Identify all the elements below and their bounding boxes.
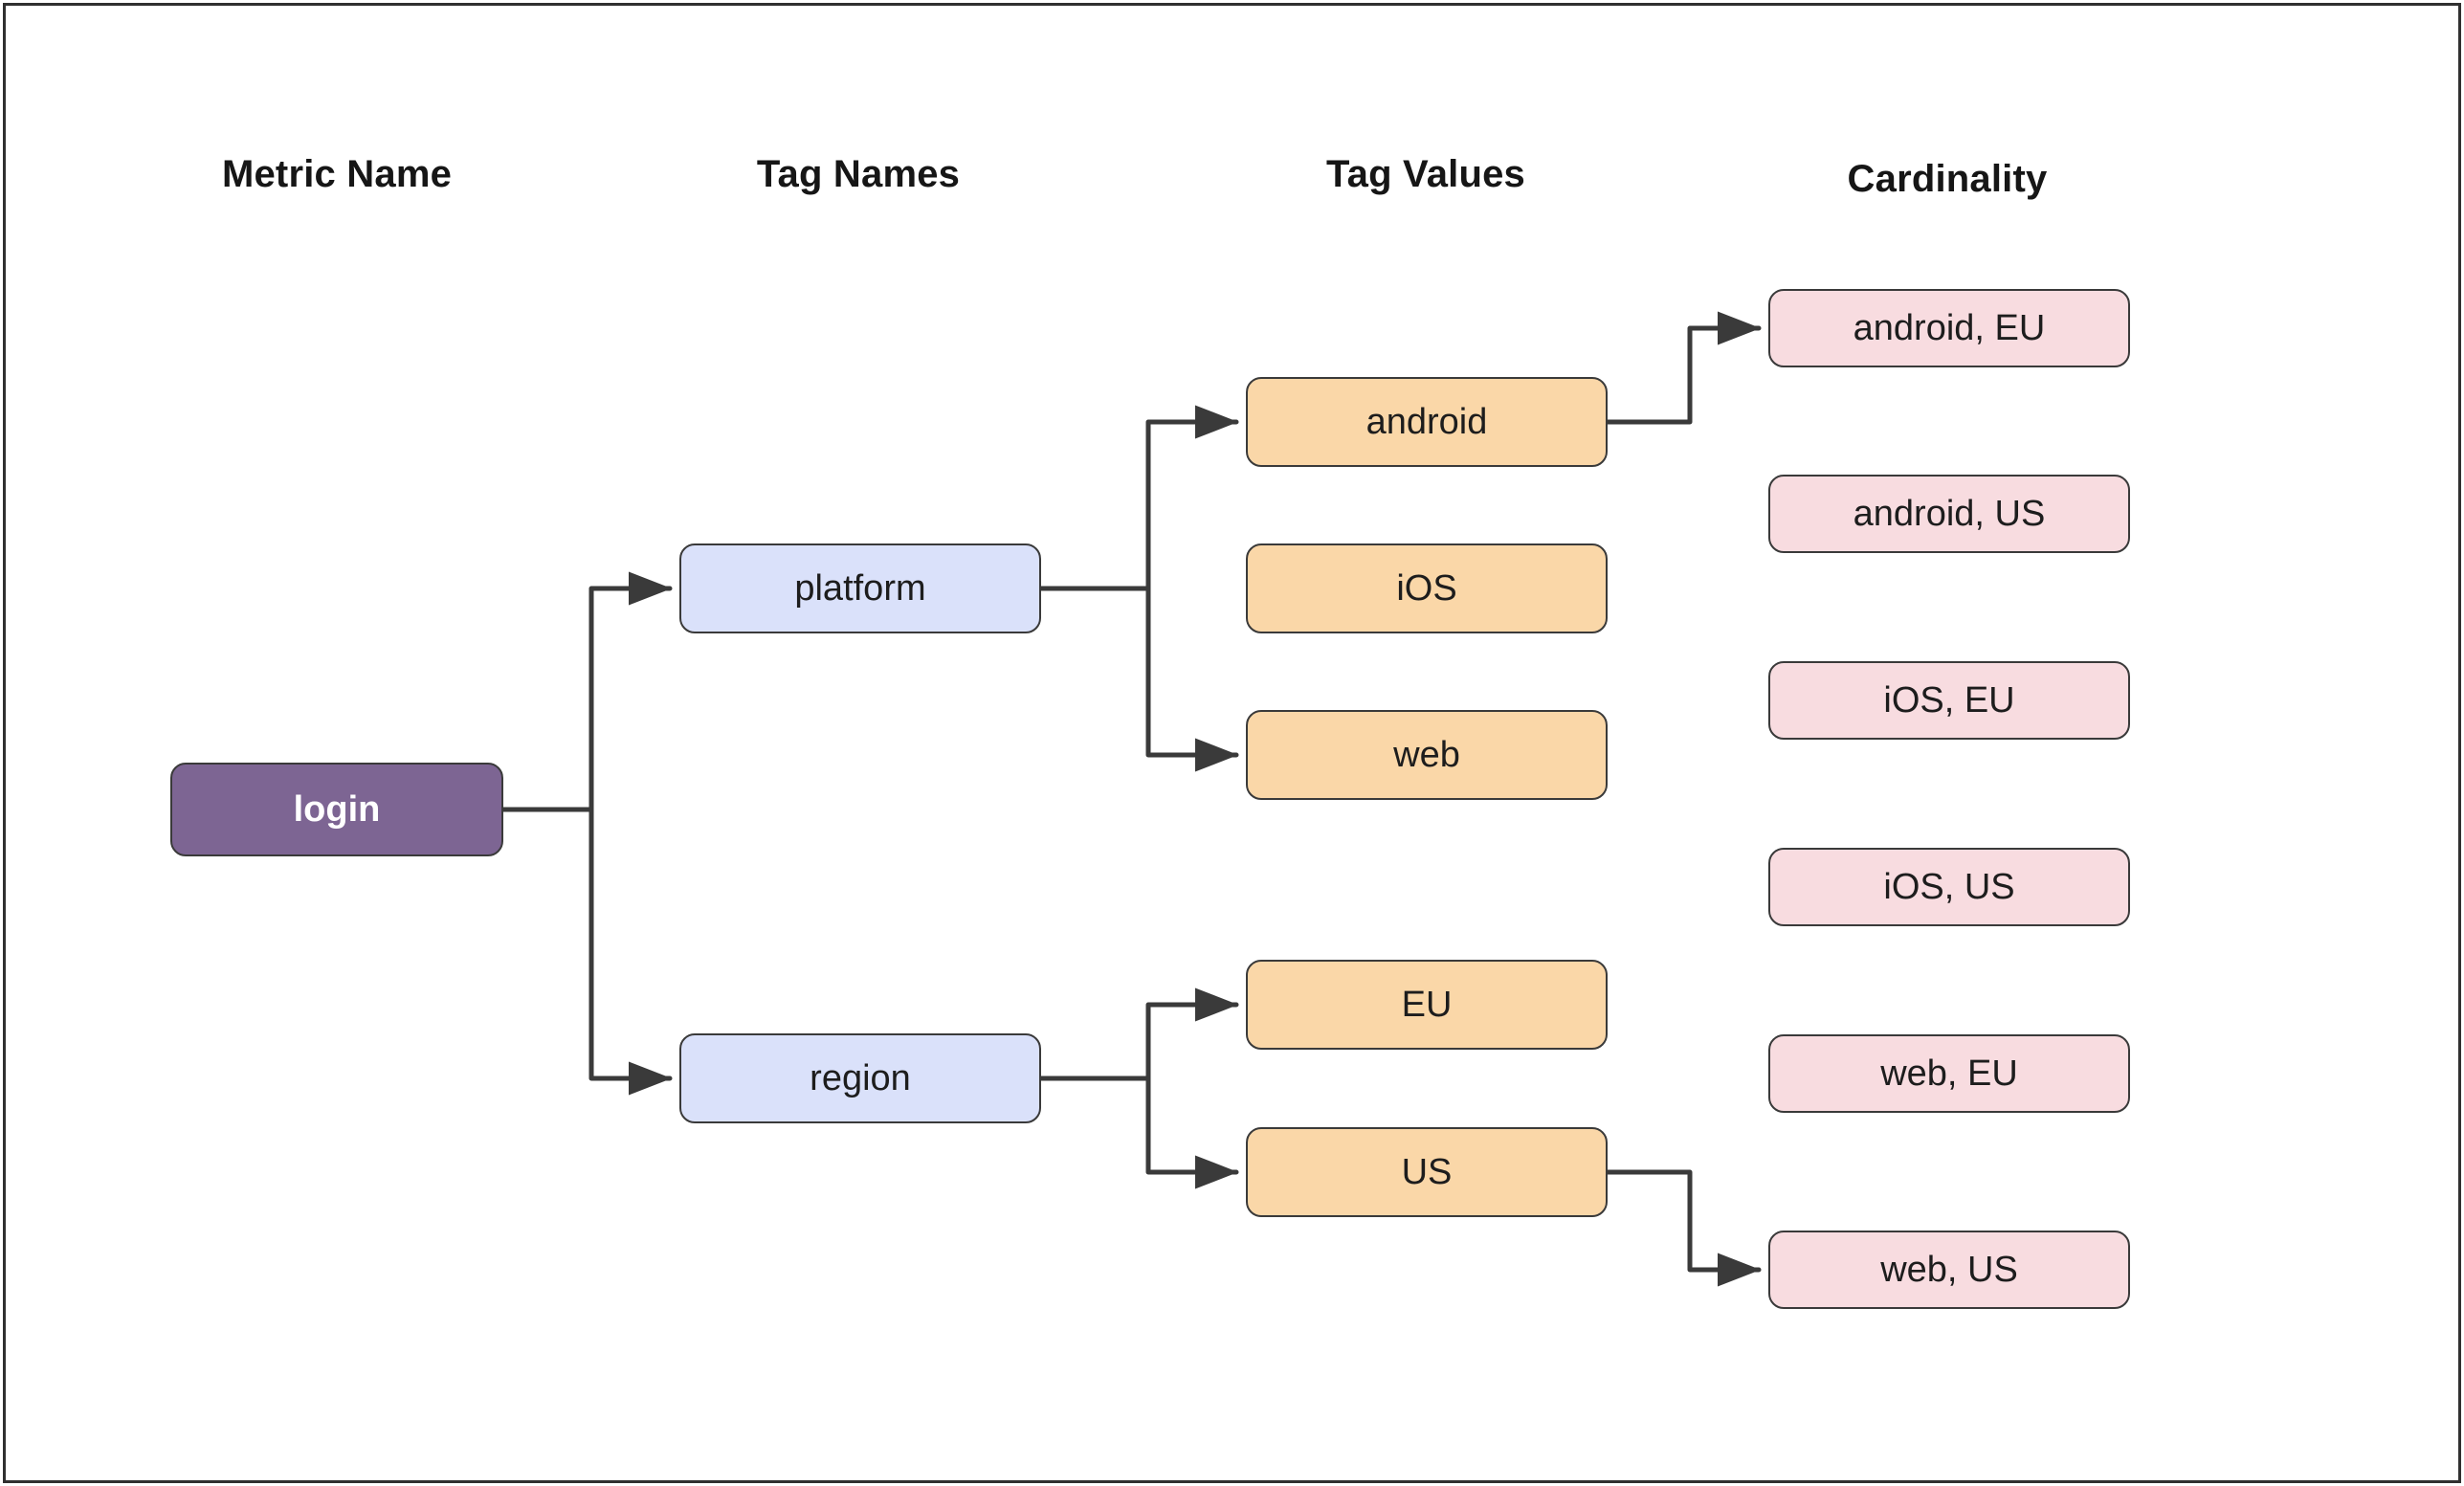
- edge-platform-to-web: [1145, 586, 1239, 772]
- tag-value-node-ios[interactable]: iOS: [1246, 543, 1608, 633]
- column-header-metric-name: Metric Name: [221, 153, 453, 195]
- edge-platform-to-android: [1038, 405, 1239, 591]
- column-header-tag-values: Tag Values: [1325, 153, 1526, 195]
- tag-name-node-region[interactable]: region: [679, 1033, 1041, 1123]
- cardinality-node-android-us[interactable]: android, US: [1768, 475, 2130, 553]
- tag-value-node-us[interactable]: US: [1246, 1127, 1608, 1217]
- cardinality-node-android-eu[interactable]: android, EU: [1768, 289, 2130, 367]
- edge-login-to-platform: [500, 571, 673, 812]
- column-header-cardinality: Cardinality: [1847, 158, 2048, 200]
- tag-value-node-web[interactable]: web: [1246, 710, 1608, 800]
- cardinality-node-web-us[interactable]: web, US: [1768, 1231, 2130, 1309]
- cardinality-node-ios-eu[interactable]: iOS, EU: [1768, 661, 2130, 740]
- column-header-tag-names: Tag Names: [756, 153, 961, 195]
- tag-value-node-eu[interactable]: EU: [1246, 960, 1608, 1050]
- tag-value-node-android[interactable]: android: [1246, 377, 1608, 467]
- cardinality-node-ios-us[interactable]: iOS, US: [1768, 848, 2130, 926]
- metric-node-login[interactable]: login: [170, 763, 503, 856]
- tag-name-node-platform[interactable]: platform: [679, 543, 1041, 633]
- cardinality-node-web-eu[interactable]: web, EU: [1768, 1034, 2130, 1113]
- edge-US-to-web, US: [1605, 1169, 1762, 1287]
- edge-region-to-EU: [1038, 987, 1239, 1081]
- edge-android-to-android, EU: [1605, 311, 1762, 425]
- edge-login-to-region: [500, 807, 673, 1096]
- edge-region-to-US: [1145, 1076, 1239, 1189]
